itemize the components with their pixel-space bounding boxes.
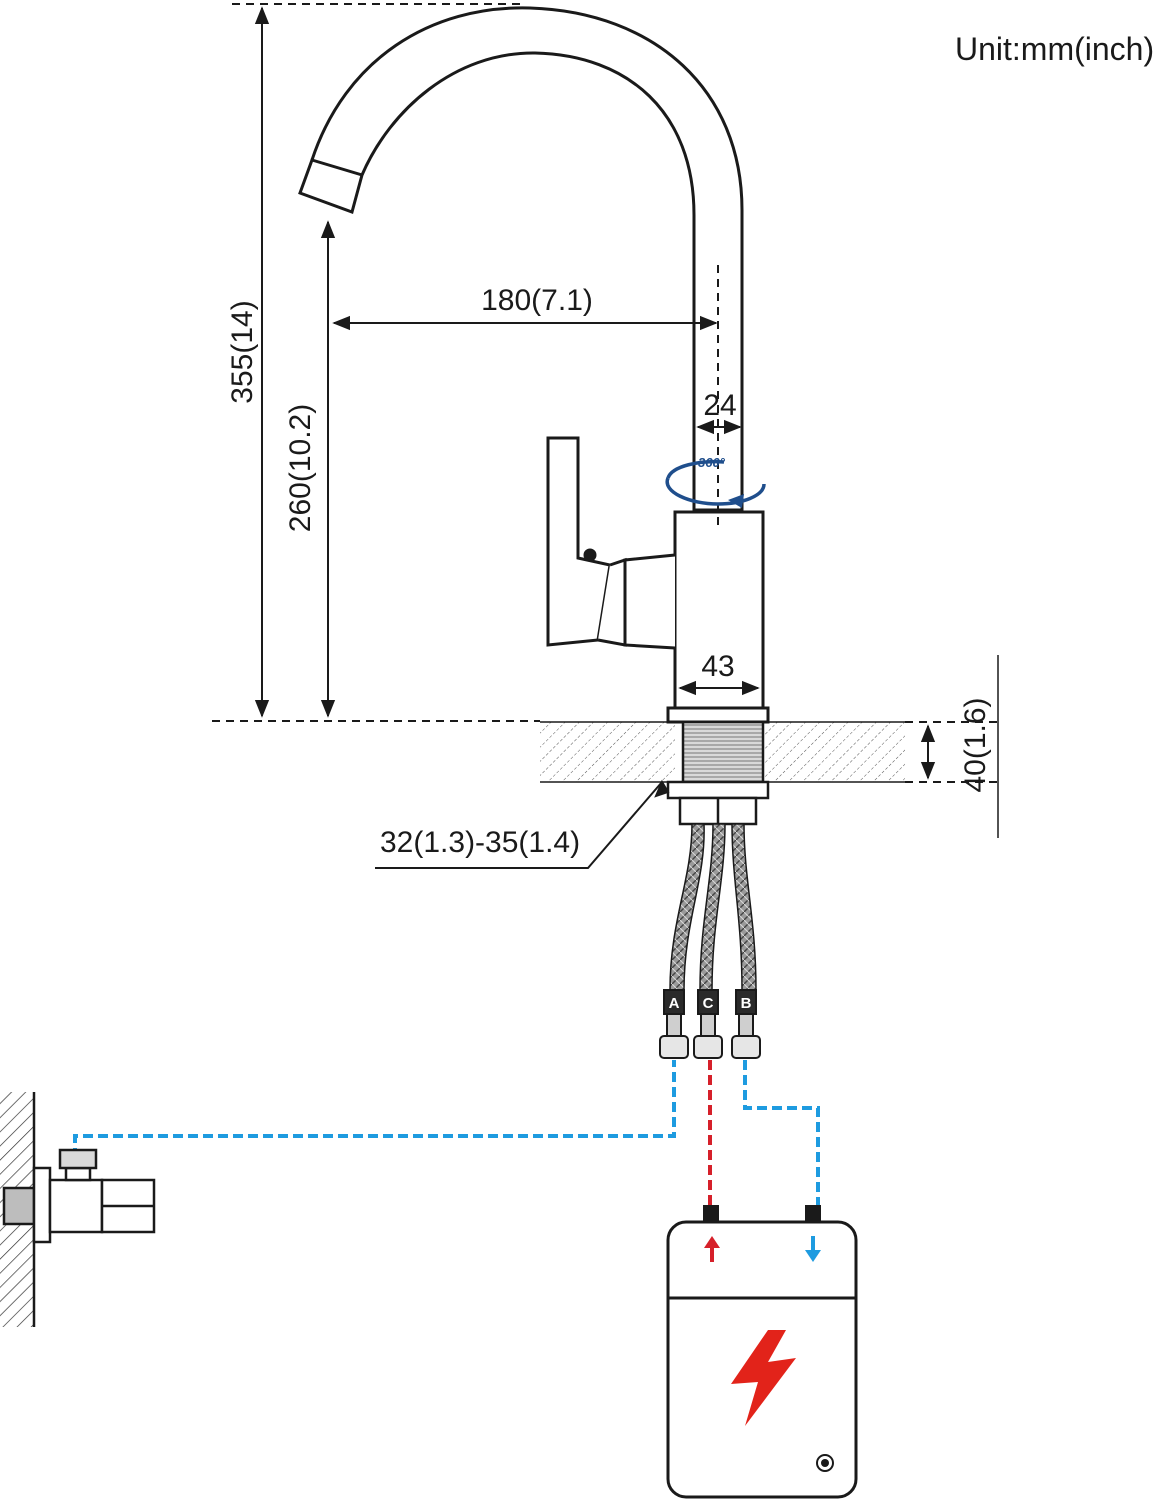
- hose-label-c: C: [703, 995, 714, 1012]
- faucet: [298, 6, 770, 724]
- spout-inner: [360, 51, 696, 512]
- dimension-lines: [212, 3, 1000, 869]
- hose-label-b: B: [741, 995, 752, 1012]
- dimension-spout-reach: 180(7.1): [481, 284, 593, 317]
- cold-inlet-arrow-icon: [805, 1236, 821, 1262]
- dimension-countertop-thickness: 40(1.6): [959, 697, 992, 792]
- unit-label: Unit:mm(inch): [955, 31, 1154, 67]
- heater-inlet-line: [743, 1060, 820, 1205]
- cold-supply-line: [73, 1060, 676, 1158]
- spout-outer: [310, 6, 744, 512]
- hose-label-a: A: [669, 995, 680, 1012]
- mounting-shank: [666, 720, 770, 826]
- rotation-label: 360°: [698, 455, 726, 470]
- supply-hoses: [669, 823, 757, 991]
- dimension-pipe-diameter: 24: [703, 389, 736, 422]
- lever-handle: [546, 436, 612, 647]
- dimension-body-diameter: 43: [701, 650, 734, 683]
- spout-nozzle: [298, 158, 364, 214]
- angle-valve: [2, 1148, 156, 1244]
- base-flange: [666, 706, 770, 724]
- water-lines: [73, 1060, 820, 1205]
- dimension-hole-diameter: 32(1.3)-35(1.4): [380, 826, 580, 859]
- rotation-arrow-icon: 360°: [665, 455, 766, 508]
- lightning-icon: [731, 1330, 796, 1426]
- hose-connectors: [659, 989, 761, 1059]
- water-heater: [666, 1205, 858, 1499]
- hot-outlet-arrow-icon: [704, 1236, 720, 1262]
- dimension-total-height: 355(14): [226, 300, 259, 403]
- dimension-spout-height: 260(10.2): [284, 404, 317, 532]
